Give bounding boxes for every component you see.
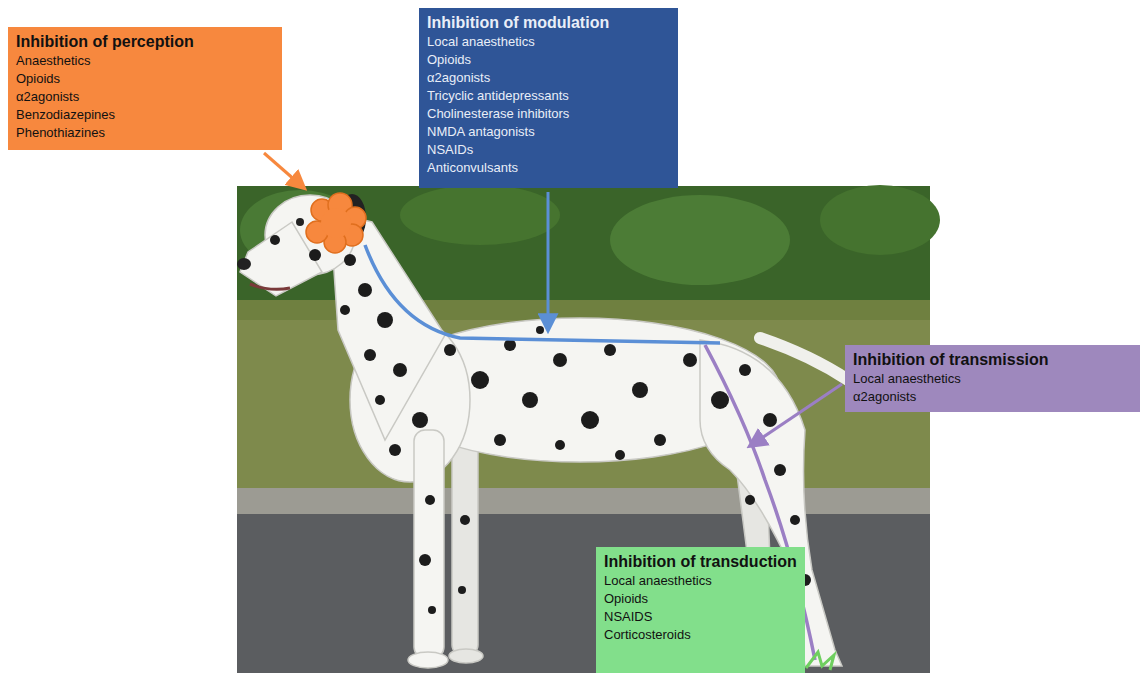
drug-item: NMDA antagonists [427, 123, 670, 141]
drug-item: Opioids [16, 70, 274, 88]
drug-item: Anticonvulsants [427, 159, 670, 177]
leader-arrow [750, 384, 842, 446]
nociceptor-symbol [806, 652, 834, 670]
drug-item: α2agonists [427, 69, 670, 87]
drug-item: Cholinesterase inhibitors [427, 105, 670, 123]
leader-arrow [264, 153, 304, 188]
drug-item: NSAIDS [604, 608, 797, 626]
spinal-cord-line [365, 245, 720, 343]
drug-item: Phenothiazines [16, 124, 274, 142]
effect-box: Inhibition of perceptionAnaestheticsOpio… [8, 27, 282, 150]
drug-item: Local anaesthetics [853, 370, 1132, 388]
drug-item: α2agonists [853, 388, 1132, 406]
effect-box: Inhibition of transmissionLocal anaesthe… [845, 345, 1140, 412]
drug-item: Benzodiazepines [16, 106, 274, 124]
drug-item: Opioids [427, 51, 670, 69]
box-heading: Inhibition of transmission [853, 350, 1132, 370]
box-heading: Inhibition of perception [16, 32, 274, 52]
drug-item: Corticosteroids [604, 626, 797, 644]
photo-background [237, 185, 940, 673]
drug-item: Opioids [604, 590, 797, 608]
drug-item: Local anaesthetics [604, 572, 797, 590]
dalmatian-spots [270, 235, 811, 614]
drug-item: Local anaesthetics [427, 33, 670, 51]
leader-arrow [547, 192, 550, 330]
box-heading: Inhibition of modulation [427, 13, 670, 33]
drug-item: NSAIDs [427, 141, 670, 159]
drug-item: Anaesthetics [16, 52, 274, 70]
box-heading: Inhibition of transduction [604, 552, 797, 572]
brain-blob [306, 193, 366, 253]
drug-item: Tricyclic antidepressants [427, 87, 670, 105]
effect-box: Inhibition of transductionLocal anaesthe… [596, 547, 805, 673]
effect-box: Inhibition of modulationLocal anaestheti… [419, 8, 678, 188]
drug-item: α2agonists [16, 88, 274, 106]
